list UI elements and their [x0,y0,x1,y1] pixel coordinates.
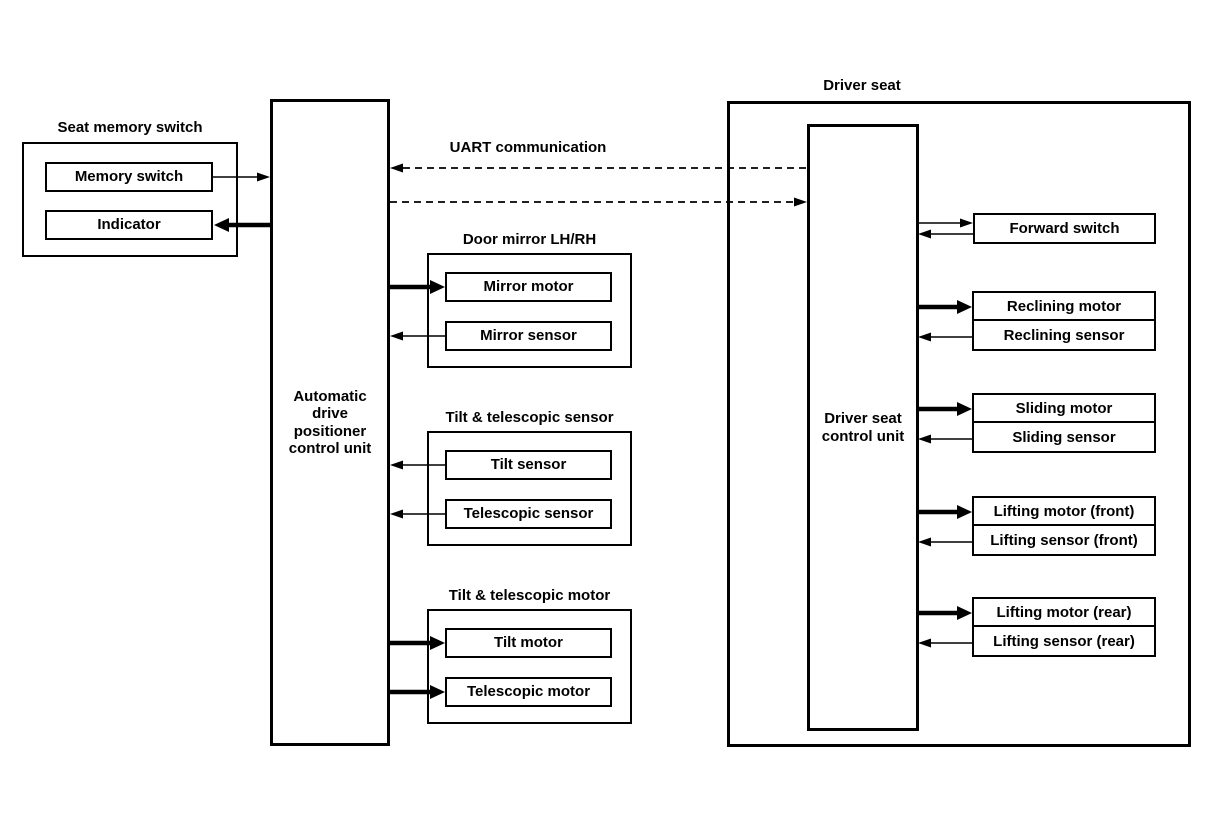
lifting-sensor-rear-cell: Lifting sensor (rear) [993,632,1135,650]
adp-control-unit-box: Automatic drive positioner control unit [270,99,390,746]
reclining-sensor-cell: Reclining sensor [1003,326,1125,344]
indicator-box: Indicator [45,210,213,240]
driver-seat-title: Driver seat [823,77,901,94]
mirror-sensor-box: Mirror sensor [445,321,612,351]
lifting-motor-rear-cell: Lifting motor (rear) [974,599,1154,627]
mirror-motor-box: Mirror motor [445,272,612,302]
memory-switch-box: Memory switch [45,162,213,192]
lifting-sensor-front-cell: Lifting sensor (front) [990,531,1138,549]
sliding-pair-box: Sliding motor Sliding sensor [972,393,1156,453]
sliding-motor-cell: Sliding motor [974,395,1154,423]
driver-seat-group-box [727,101,1191,747]
tilt-telescopic-sensor-title: Tilt & telescopic sensor [445,409,614,426]
forward-switch-box: Forward switch [973,213,1156,244]
tilt-sensor-box: Tilt sensor [445,450,612,480]
uart-communication-label: UART communication [449,139,607,156]
tilt-telescopic-sensor-group-box [427,431,632,546]
tilt-telescopic-motor-group-box [427,609,632,724]
driver-seat-control-unit-box: Driver seat control unit [807,124,919,731]
door-mirror-title: Door mirror LH/RH [462,231,597,248]
seat-memory-switch-group-box [22,142,238,257]
lifting-motor-front-cell: Lifting motor (front) [974,498,1154,526]
sliding-sensor-cell: Sliding sensor [1012,428,1116,446]
tilt-motor-box: Tilt motor [445,628,612,658]
seat-memory-switch-title: Seat memory switch [57,119,203,136]
telescopic-sensor-box: Telescopic sensor [445,499,612,529]
lifting-front-pair-box: Lifting motor (front) Lifting sensor (fr… [972,496,1156,556]
reclining-pair-box: Reclining motor Reclining sensor [972,291,1156,351]
lifting-rear-pair-box: Lifting motor (rear) Lifting sensor (rea… [972,597,1156,657]
door-mirror-group-box [427,253,632,368]
tilt-telescopic-motor-title: Tilt & telescopic motor [448,587,611,604]
reclining-motor-cell: Reclining motor [974,293,1154,321]
telescopic-motor-box: Telescopic motor [445,677,612,707]
